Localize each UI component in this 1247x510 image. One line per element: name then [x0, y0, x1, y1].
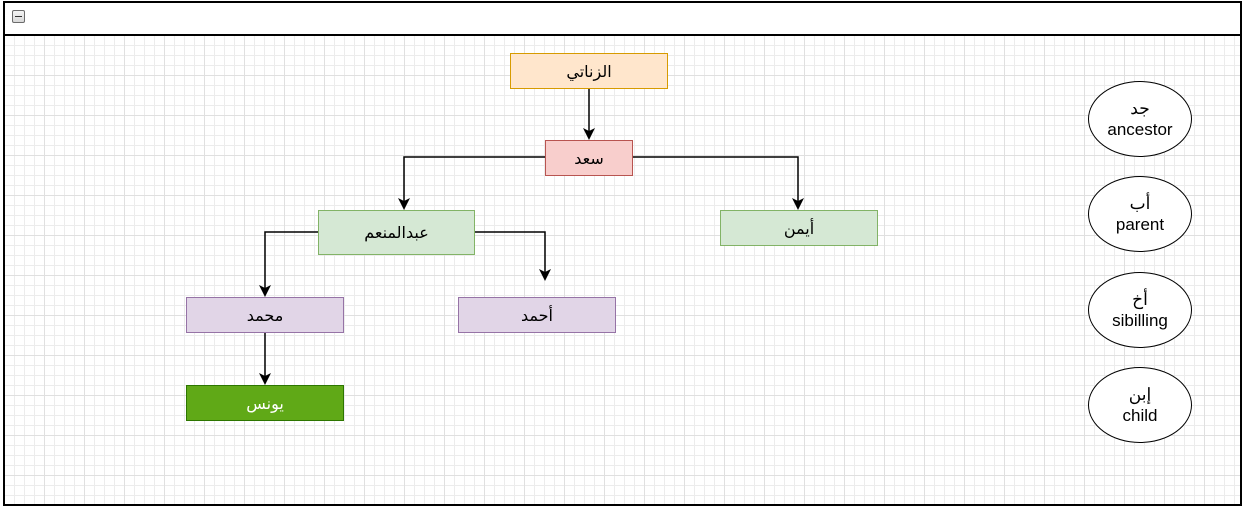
- node-mohamed[interactable]: محمد: [186, 297, 344, 333]
- node-ayman[interactable]: أيمن: [720, 210, 878, 246]
- grid-canvas: [5, 36, 1240, 504]
- legend-label-ar: أب: [1129, 194, 1151, 213]
- legend-label-en: child: [1122, 406, 1158, 425]
- legend-parent[interactable]: أب parent: [1088, 176, 1192, 252]
- node-abdelmoneim[interactable]: عبدالمنعم: [318, 210, 475, 255]
- container-header: [5, 3, 1240, 36]
- diagram-container: [3, 1, 1242, 506]
- node-saad[interactable]: سعد: [545, 140, 633, 176]
- legend-ancestor[interactable]: جد ancestor: [1088, 81, 1192, 157]
- node-zanati[interactable]: الزناتي: [510, 53, 668, 89]
- legend-sibling[interactable]: أخ sibilling: [1088, 272, 1192, 348]
- legend-label-ar: أخ: [1132, 290, 1148, 309]
- legend-label-en: ancestor: [1107, 120, 1173, 139]
- legend-child[interactable]: إبن child: [1088, 367, 1192, 443]
- legend-label-ar: إبن: [1128, 385, 1152, 404]
- node-younes[interactable]: يونس: [186, 385, 344, 421]
- legend-label-en: sibilling: [1112, 311, 1168, 330]
- legend-label-ar: جد: [1130, 99, 1150, 118]
- collapse-icon[interactable]: [12, 10, 25, 23]
- node-ahmed[interactable]: أحمد: [458, 297, 616, 333]
- legend-label-en: parent: [1115, 215, 1165, 234]
